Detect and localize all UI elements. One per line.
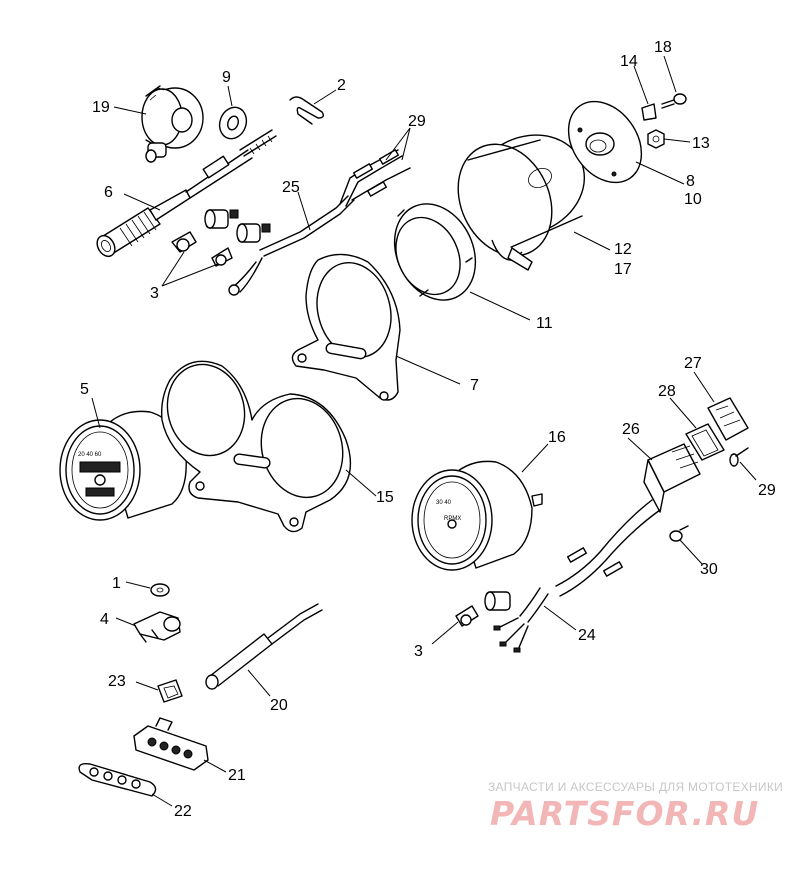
callout-12: 12 [614,241,632,258]
callout-30: 30 [700,561,718,578]
callout-28: 28 [658,383,676,400]
watermark-logo: PARTSFOR.RU [490,794,760,833]
lamp-sockets-upper [204,209,271,243]
callout-29-upper: 29 [408,113,426,130]
callout-3-lower: 3 [414,643,423,660]
part-18-screw [661,93,687,109]
part-9-washer [218,106,248,140]
part-19-drive-housing [141,85,204,163]
watermark-caption: ЗАПЧАСТИ И АКСЕССУАРЫ ДЛЯ МОТОТЕХНИКИ [488,780,784,794]
part-16-tachometer: 30 40 RPMX [411,460,543,571]
callout-4: 4 [100,611,109,628]
part-30-screw [669,525,689,542]
part-4-clamp [133,611,181,643]
leader-lines [91,55,757,807]
part-14-grommet [641,103,657,121]
part-23-spacer [157,679,183,703]
part-3-bulb-upper [171,231,233,267]
callout-1: 1 [112,575,121,592]
callout-22: 22 [174,803,192,820]
callout-numbers: 19 9 2 29 6 25 3 14 18 13 8 10 12 17 11 … [80,39,776,820]
callout-25: 25 [282,179,300,196]
part-11-bezel-ring [393,203,477,301]
callout-14: 14 [620,53,638,70]
part-22-lens-strip [78,762,157,797]
callout-29-lower: 29 [758,482,776,499]
callout-21: 21 [228,767,246,784]
callout-23: 23 [108,673,126,690]
part-13-nut [647,129,665,149]
callout-9: 9 [222,69,231,86]
callout-26: 26 [622,421,640,438]
part-27-terminal-block [707,397,749,441]
part-1-washer [150,583,170,597]
part-29-screw-lower [729,447,749,467]
part-21-indicator-panel [133,717,209,771]
part-12-gauge-housing [457,134,586,271]
callout-7: 7 [470,377,479,394]
svg-text:30 40: 30 40 [436,500,452,506]
callout-27: 27 [684,355,702,372]
callout-5: 5 [80,381,89,398]
callout-13: 13 [692,135,710,152]
part-25-wiring-harness [228,149,411,296]
callout-11: 11 [536,315,553,332]
callout-10: 10 [684,191,702,208]
callout-24: 24 [578,627,596,644]
part-15-dual-bracket [160,360,352,533]
svg-text:20 40 60: 20 40 60 [78,452,102,458]
callout-19: 19 [92,99,110,116]
callout-2: 2 [337,77,346,94]
callout-15: 15 [376,489,394,506]
part-5-speedometer: 20 40 60 [59,410,197,521]
callout-8: 8 [686,173,695,190]
part-8-back-cover [567,100,643,184]
part-7-single-bracket [291,253,401,401]
callout-18: 18 [654,39,672,56]
callout-3-upper: 3 [150,285,159,302]
part-3-bulb-lower [455,591,511,627]
callout-16: 16 [548,429,566,446]
part-6-drive-shaft [96,129,277,258]
part-26-connector [643,443,701,513]
callout-17: 17 [614,261,632,278]
part-24-wiring-harness [493,499,661,653]
part-20-lamp-housing [205,603,323,690]
part-28-seal [685,423,725,461]
callout-6: 6 [104,184,113,201]
svg-text:RPMX: RPMX [444,516,461,522]
part-2-clip [289,96,325,125]
callout-20: 20 [270,697,288,714]
